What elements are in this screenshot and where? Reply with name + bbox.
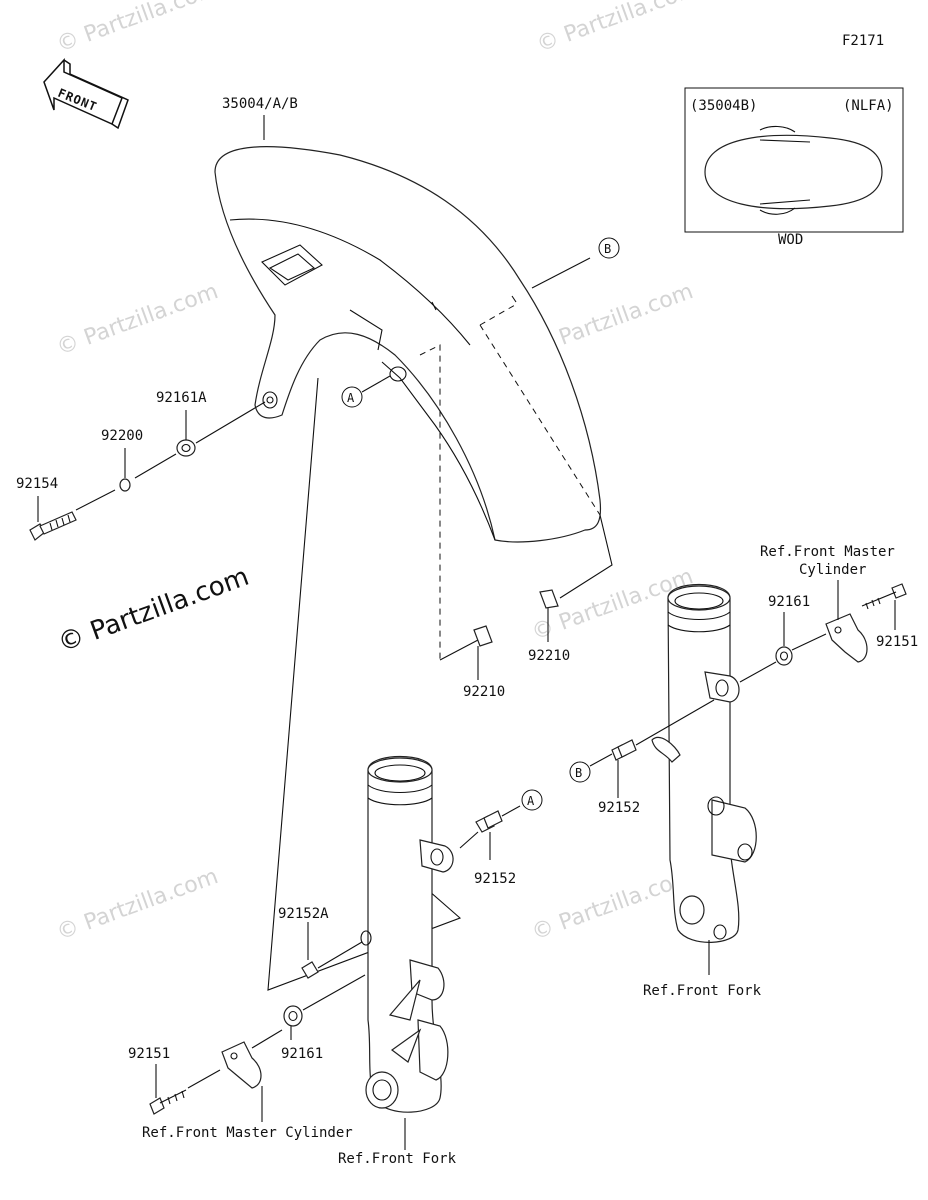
label-92151-left: 92151 — [128, 1046, 170, 1062]
front-arrow-icon: FRONT — [43, 58, 129, 130]
ref-master-cylinder-right-line1: Ref.Front Master — [760, 544, 895, 560]
ref-front-fork-right: Ref.Front Fork — [643, 983, 762, 999]
label-92152A: 92152A — [278, 906, 329, 922]
washer-92200 — [119, 478, 131, 492]
label-92152-right: 92152 — [598, 800, 640, 816]
clamp-right — [825, 613, 868, 663]
callout-b-fork: B — [569, 761, 591, 783]
bolt-92154 — [29, 511, 77, 541]
svg-text:B: B — [575, 766, 582, 780]
ref-master-cylinder-left: Ref.Front Master Cylinder — [142, 1125, 353, 1141]
front-fender — [214, 146, 602, 543]
front-fork-right — [651, 583, 757, 943]
svg-text:A: A — [347, 391, 355, 405]
watermark: © Partzilla.com — [54, 279, 222, 361]
inset-right-label: (NLFA) — [843, 98, 894, 114]
collar-92161-right — [775, 646, 793, 666]
ref-front-fork-left: Ref.Front Fork — [338, 1151, 457, 1167]
bolt-92151-left — [149, 1089, 187, 1115]
callout-b-fender: B — [598, 237, 620, 259]
label-92151-right: 92151 — [876, 634, 918, 650]
inset-left-label: (35004B) — [690, 98, 757, 114]
inset-caption: WOD — [778, 232, 803, 248]
clip-92210-a — [473, 625, 493, 647]
label-92152-left: 92152 — [474, 871, 516, 887]
figure-code: F2171 — [842, 33, 884, 49]
bolt-92152-left — [475, 810, 503, 833]
watermark: © Partzilla.com — [54, 0, 222, 58]
front-fork-left — [360, 755, 454, 1113]
label-92210-a: 92210 — [463, 684, 505, 700]
watermark: © Partzilla.com — [534, 0, 702, 58]
collar-92161-left — [283, 1005, 303, 1027]
clamp-left — [221, 1041, 262, 1089]
label-92154: 92154 — [16, 476, 58, 492]
collar-92161A — [176, 439, 196, 457]
watermark: © Partzilla.com — [529, 864, 697, 946]
callout-a-fork: A — [521, 789, 543, 811]
inset-box: (35004B) (NLFA) WOD — [684, 87, 904, 248]
svg-text:B: B — [604, 242, 611, 256]
label-35004: 35004/A/B — [222, 96, 298, 112]
nut-92152A — [301, 961, 319, 979]
inset-fender-top-view — [704, 125, 883, 215]
watermark: © Partzilla.com — [54, 864, 222, 946]
label-92161-right: 92161 — [768, 594, 810, 610]
bolt-92152-right — [611, 739, 637, 761]
svg-text:A: A — [527, 794, 535, 808]
label-92210-b: 92210 — [528, 648, 570, 664]
label-92200: 92200 — [101, 428, 143, 444]
bolt-92151-right — [861, 583, 907, 610]
clip-92210-b — [539, 589, 559, 609]
ref-master-cylinder-right-line2: Cylinder — [799, 562, 866, 578]
label-92161-left: 92161 — [281, 1046, 323, 1062]
callout-a-fender: A — [341, 386, 363, 408]
watermark-main: © Partzilla.com — [54, 562, 253, 659]
label-92161A: 92161A — [156, 390, 207, 406]
